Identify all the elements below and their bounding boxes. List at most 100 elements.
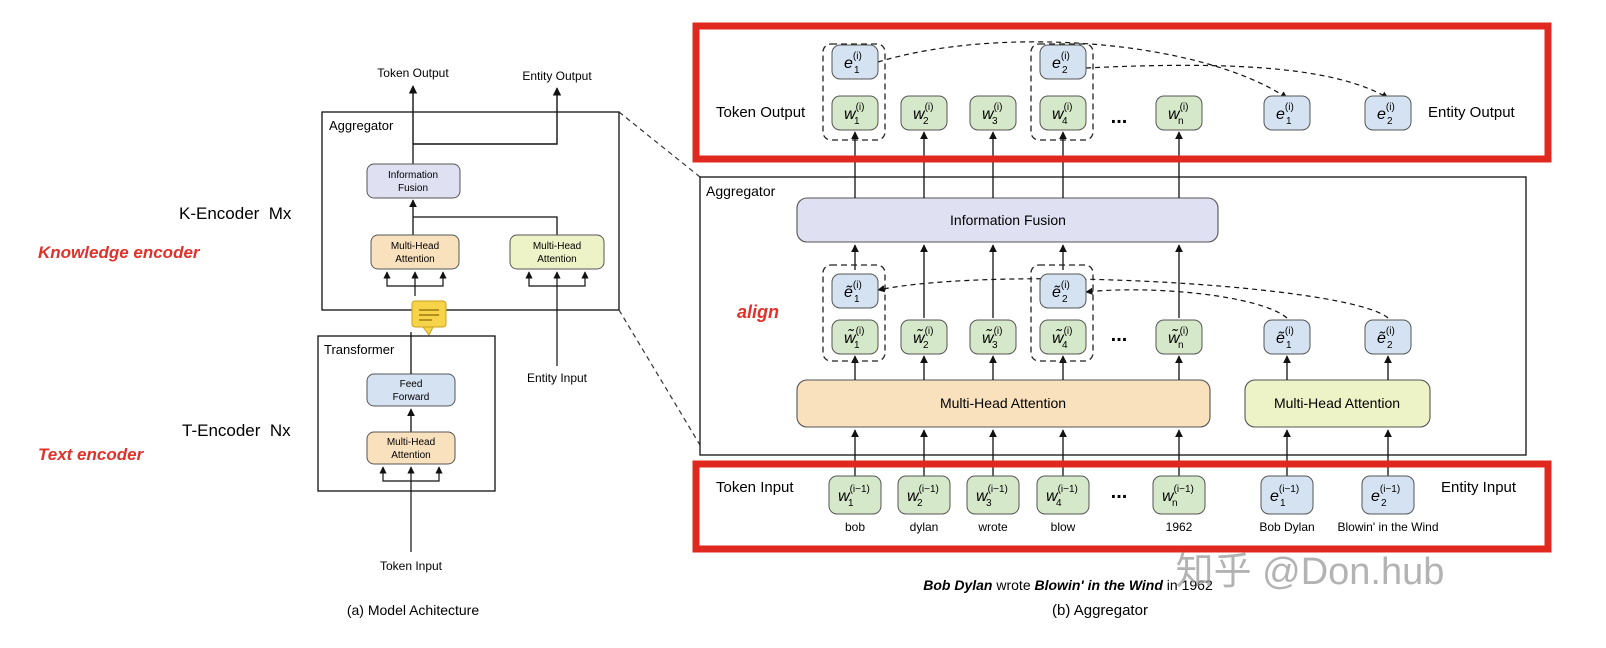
node-symbol: w(i−1)n: [1162, 484, 1194, 509]
right-mha-token-label: Multi-Head Attention: [940, 395, 1066, 411]
left-entity-input-label: Entity Input: [527, 371, 588, 385]
out-entity-2-node: e(i)2: [1039, 44, 1087, 80]
right-mha-entity-box: [1244, 379, 1431, 428]
left-info-fusion-line1: Information: [388, 170, 438, 181]
mid-entity-out-1-node: ẽ(i)1: [1263, 319, 1311, 355]
left-mha-entity-line1: Multi-Head: [533, 241, 581, 252]
left-mha-token-line1: Multi-Head: [391, 241, 439, 252]
right-caption: (b) Aggregator: [1052, 602, 1148, 619]
node-symbol: w(i−1)4: [1046, 484, 1078, 509]
t-mha-input-arrows: [379, 466, 443, 552]
in-token-3-node: w(i−1)3: [966, 475, 1020, 515]
left-aggregator-box: [321, 111, 620, 311]
zoom-connector-bottom: [618, 309, 701, 446]
node-symbol: w̃(i)n: [1168, 326, 1188, 351]
left-info-fusion-line2: Fusion: [398, 183, 428, 194]
right-aggregator-label: Aggregator: [706, 183, 776, 199]
left-entity-mha-to-fusion-line: [413, 216, 558, 235]
knowledge-encoder-annotation: Knowledge encoder: [38, 243, 201, 262]
node-symbol: e(i−1)1: [1270, 484, 1299, 509]
right-entity-output-label: Entity Output: [1428, 104, 1516, 121]
word-labels: bob dylan wrote blow 1962 Bob Dylan Blow…: [845, 520, 1439, 534]
transformer-box: [317, 335, 496, 492]
output-highlight-box: [692, 22, 1552, 163]
mid-token-3-node: w̃(i)3: [969, 319, 1017, 355]
in-token-n-node: w(i−1)n: [1152, 475, 1206, 515]
left-mha-entity-box: [509, 234, 605, 270]
right-token-output-label: Token Output: [716, 104, 806, 121]
entity-output-dashed-arrows: [877, 41, 1389, 319]
node-symbol: e(i)1: [1276, 102, 1294, 127]
right-panel: Aggregator Information Fusion Multi-Head…: [692, 22, 1552, 619]
node-symbol: w̃(i)1: [844, 326, 864, 351]
out-entity-out-2-node: e(i)2: [1364, 95, 1412, 131]
align-annotation: align: [737, 302, 779, 322]
fusion-output-arrows: [851, 131, 1183, 198]
node-symbol: w(i−1)3: [976, 484, 1008, 509]
sentence-tail: in 1962: [1163, 577, 1213, 593]
left-token-mha-input-arrows: [383, 271, 447, 296]
node-symbol: e(i)2: [1052, 51, 1070, 76]
right-entity-input-label: Entity Input: [1441, 479, 1517, 496]
node-symbol: w(i−1)2: [907, 484, 939, 509]
out-token-n-node: w(i)n: [1155, 95, 1203, 131]
word-label: blow: [1051, 520, 1076, 534]
ellipsis-middle: ...: [1111, 324, 1128, 346]
node-symbol: w(i)1: [844, 102, 864, 127]
sentence-middle: wrote: [992, 577, 1034, 593]
feed-forward-line2: Forward: [393, 392, 430, 403]
node-symbol: e(i)1: [844, 51, 862, 76]
sentence-entity-1: Bob Dylan: [923, 577, 992, 593]
left-mha-token-line2: Attention: [395, 254, 434, 265]
ellipsis-output: ...: [1111, 106, 1128, 128]
right-mha-token-box: [796, 379, 1211, 428]
out-token-2-node: w(i)2: [900, 95, 948, 131]
in-token-4-node: w(i−1)4: [1036, 475, 1090, 515]
word-label: dylan: [910, 520, 939, 534]
word-label: 1962: [1166, 520, 1193, 534]
in-token-2-node: w(i−1)2: [897, 475, 951, 515]
word-label: Bob Dylan: [1259, 520, 1314, 534]
right-nodes: e(i)1 e(i)2 w(i)1 w(i)2 w(i)3 w(i)4 w(i)n e(i)1…: [828, 44, 1415, 515]
right-info-fusion-label: Information Fusion: [950, 212, 1066, 228]
node-symbol: ẽ(i)1: [844, 280, 862, 305]
out-entity-out-1-node: e(i)1: [1263, 95, 1311, 131]
out-token-4-node: w(i)4: [1039, 95, 1087, 131]
in-entity-2-node: e(i−1)2: [1361, 475, 1415, 515]
transformer-label: Transformer: [324, 342, 395, 357]
left-token-input-label: Token Input: [380, 559, 443, 573]
mha-to-fusion-arrows: [851, 244, 1392, 380]
left-token-output-label: Token Output: [377, 66, 449, 80]
input-highlight-box: [692, 460, 1552, 553]
text-encoder-annotation: Text encoder: [38, 445, 145, 464]
node-symbol: w(i)3: [982, 102, 1002, 127]
word-label: bob: [845, 520, 865, 534]
left-caption: (a) Model Achitecture: [347, 602, 479, 618]
left-panel: Token Output Entity Output Aggregator In…: [38, 66, 620, 618]
out-token-1-node: w(i)1: [831, 95, 879, 131]
ellipsis-input: ...: [1111, 481, 1128, 503]
right-aggregator-box: [699, 176, 1527, 456]
node-symbol: e(i−1)2: [1371, 484, 1400, 509]
group-boxes: [822, 43, 1094, 362]
left-info-fusion-box: [366, 163, 461, 199]
out-token-3-node: w(i)3: [969, 95, 1017, 131]
t-encoder-label: T-Encoder Nx: [182, 421, 291, 440]
mid-token-4-node: w̃(i)4: [1039, 319, 1087, 355]
left-aggregator-label: Aggregator: [329, 118, 394, 133]
comment-icon[interactable]: [411, 300, 447, 336]
node-symbol: w(i−1)1: [838, 484, 870, 509]
node-symbol: w(i)4: [1052, 102, 1072, 127]
in-entity-1-node: e(i−1)1: [1260, 475, 1314, 515]
example-sentence: Bob Dylan wrote Blowin' in the Wind in 1…: [923, 577, 1213, 593]
sentence-entity-2: Blowin' in the Wind: [1035, 577, 1164, 593]
node-symbol: ẽ(i)2: [1052, 280, 1070, 305]
node-symbol: ẽ(i)2: [1377, 326, 1395, 351]
mid-entity-2-node: ẽ(i)2: [1039, 273, 1087, 309]
word-label: Blowin' in the Wind: [1337, 520, 1438, 534]
entity-output-arrow: [413, 87, 562, 145]
t-mha-line1: Multi-Head: [387, 437, 435, 448]
node-symbol: e(i)2: [1377, 102, 1395, 127]
mid-token-2-node: w̃(i)2: [900, 319, 948, 355]
